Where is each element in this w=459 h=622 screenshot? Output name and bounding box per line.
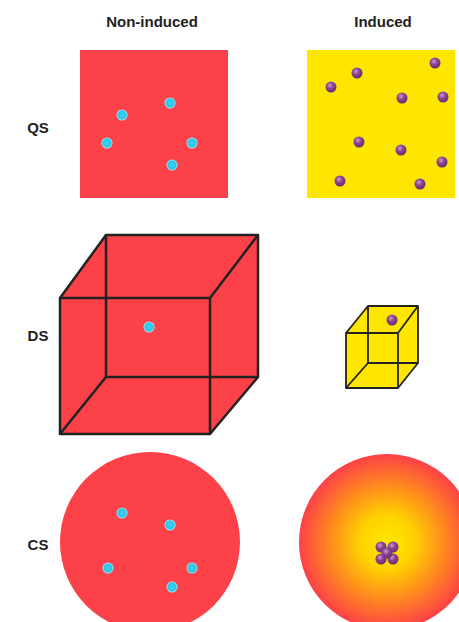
- cs-induced-circle: [299, 454, 459, 622]
- row-label: DS: [28, 327, 49, 345]
- row-label: QS: [27, 119, 49, 137]
- qs-induced-square: [307, 50, 455, 198]
- ds-noninduced-cube: [60, 235, 258, 434]
- row-label-text: DS: [28, 327, 49, 344]
- column-header-text: Non-induced: [106, 13, 198, 30]
- qs-noninduced-square: [80, 50, 228, 198]
- column-header: Induced: [354, 13, 412, 31]
- ds-induced-cube: [346, 306, 418, 388]
- cs-noninduced-circle: [60, 452, 240, 622]
- row-label-text: CS: [28, 536, 49, 553]
- column-header: Non-induced: [106, 13, 198, 31]
- noninduced-dots: [102, 98, 198, 593]
- column-header-text: Induced: [354, 13, 412, 30]
- induced-dots: [326, 58, 449, 565]
- row-label: CS: [28, 536, 49, 554]
- row-label-text: QS: [27, 119, 49, 136]
